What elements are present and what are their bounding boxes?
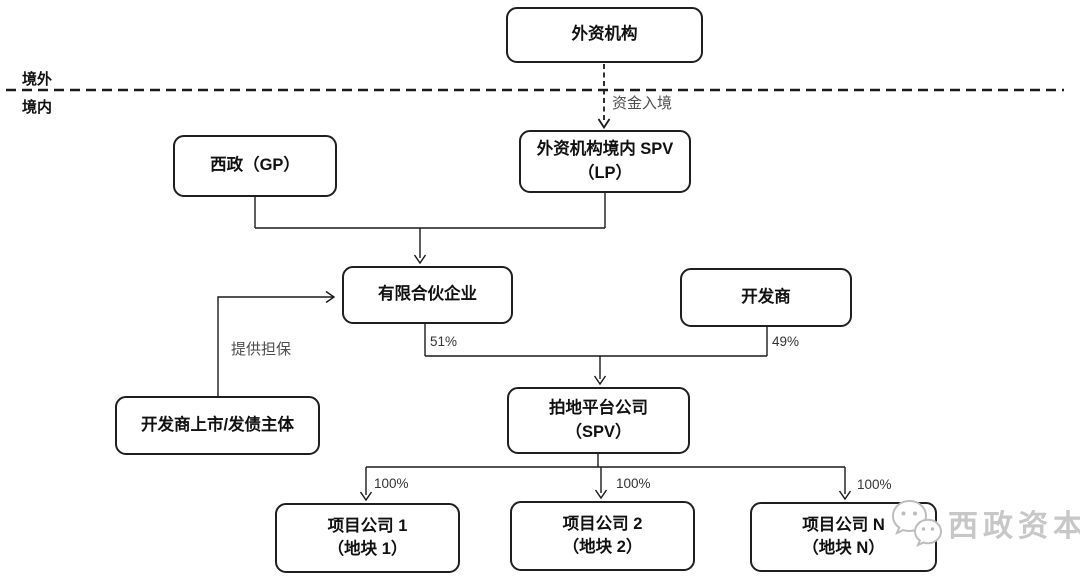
equity-49-label: 49% [772,334,800,349]
node-land-auction-platform-spv: 拍地平台公司 （SPV） [507,387,690,454]
node-label: 项目公司 1 [327,516,408,535]
node-label: （地块 2） [562,538,643,556]
offshore-label: 境外 [22,71,53,88]
node-label: （地块 N） [802,539,885,557]
node-limited-partnership: 有限合伙企业 [342,266,513,324]
node-developer-listed-bond-entity: 开发商上市/发债主体 [115,396,320,455]
wechat-icon [891,499,943,547]
node-label: 开发商 [741,287,791,306]
node-label: （地块 1） [327,540,408,558]
equity-100-label-1: 100% [374,476,409,491]
projects-junction [359,454,852,502]
funds-inbound-arrow [597,64,611,130]
node-label: （SPV） [565,422,632,441]
node-xizheng-gp: 西政（GP） [173,135,337,197]
gp-lp-junction [254,193,606,265]
node-label: 拍地平台公司 [549,399,648,418]
funds-inbound-label: 资金入境 [612,95,673,112]
equity-51-label: 51% [430,334,458,349]
node-label: 西政（GP） [210,156,300,175]
guarantee-arrow [217,290,336,396]
watermark: 西政资本 [890,498,1080,548]
node-label: 开发商上市/发债主体 [140,415,295,434]
node-developer: 开发商 [680,268,852,327]
node-project-company-2: 项目公司 2 （地块 2） [510,501,695,571]
node-label: 外资机构境内 SPV [536,140,674,159]
equity-100-label-n: 100% [857,477,892,492]
node-project-company-1: 项目公司 1 （地块 1） [275,503,460,573]
node-label: 项目公司 N [802,515,885,534]
guarantee-label: 提供担保 [231,341,292,358]
node-label: 有限合伙企业 [378,285,477,304]
onshore-label: 境内 [22,99,53,116]
node-foreign-institution: 外资机构 [506,7,703,63]
node-foreign-domestic-spv-lp: 外资机构境内 SPV （LP） [519,130,691,193]
node-label: （LP） [577,163,633,182]
node-label: 外资机构 [571,25,638,44]
watermark-text: 西政资本 [948,510,1080,543]
node-label: 项目公司 2 [562,514,643,533]
equity-junction [424,324,768,386]
equity-100-label-2: 100% [616,476,651,491]
